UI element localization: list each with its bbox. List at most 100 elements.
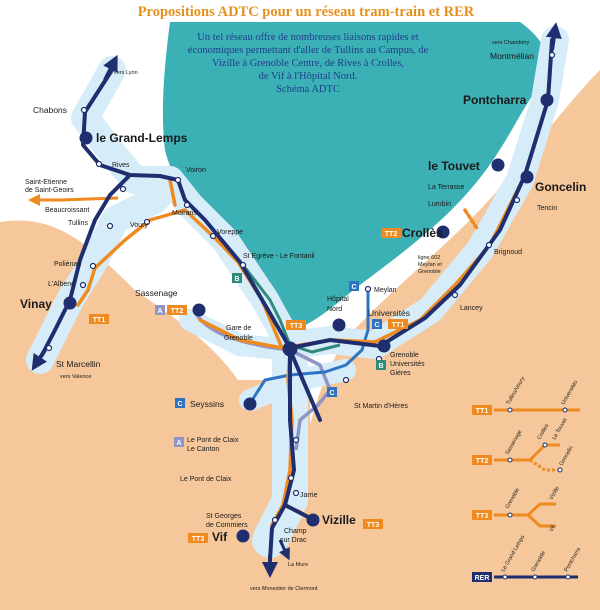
label-st-egreve: St Egrève - Le Fontanil xyxy=(243,253,315,260)
station-dot-le-touvet xyxy=(491,158,505,172)
line-badges: TT1 A TT2 B TT3 C C TT1 xyxy=(89,228,408,543)
label-pont-claix-canton-2: Le Canton xyxy=(187,446,219,453)
label-chabons: Chabons xyxy=(33,105,67,115)
station-dot-universites xyxy=(377,339,391,353)
badge-c-universites: C xyxy=(372,319,382,329)
badge-b-grenoble-univ: B xyxy=(376,360,386,370)
label-tencin: Tencin xyxy=(537,205,557,212)
station-dot-lancey xyxy=(451,291,459,299)
label-meylan: Meylan xyxy=(374,287,397,294)
station-dot-vif xyxy=(236,529,250,543)
tram-c-line xyxy=(247,290,370,406)
station-dot-montmelian xyxy=(548,51,556,59)
label-grenoble-univ-1: Grenoble xyxy=(390,352,419,359)
label-hopital-1: Hôpital xyxy=(327,296,349,303)
svg-text:A: A xyxy=(157,308,162,315)
station-dot-voury xyxy=(143,218,151,226)
label-champ-2: sur Drac xyxy=(280,537,307,544)
tram-b-line xyxy=(241,264,341,354)
badge-a-sassenage: A xyxy=(155,305,165,315)
svg-text:RER: RER xyxy=(475,575,490,582)
label-la-mure: La Mure xyxy=(288,562,308,568)
svg-text:C: C xyxy=(351,284,356,291)
label-grenoble-univ-3: Gières xyxy=(390,370,411,377)
station-dot-st-georges xyxy=(271,516,279,524)
svg-text:TT1: TT1 xyxy=(93,317,106,324)
label-montmelian: Montmélian xyxy=(490,51,534,61)
svg-text:B: B xyxy=(234,276,239,283)
svg-text:C: C xyxy=(374,322,379,329)
badge-a-pont-claix: A xyxy=(174,437,184,447)
station-dot-voreppe xyxy=(209,232,217,240)
label-vizille: Vizille xyxy=(322,513,356,527)
station-dot-tencin xyxy=(513,196,521,204)
intro-text: Un tel réseau offre de nombreuses liaiso… xyxy=(188,32,429,95)
water-area xyxy=(162,22,548,330)
label-grenoble-univ-2: Universités xyxy=(390,361,425,368)
intro-line-4: de Vif à l'Hôpital Nord. xyxy=(259,71,358,82)
label-seyssins: Seyssins xyxy=(190,399,224,409)
label-vif: Vif xyxy=(212,530,228,544)
label-champ-1: Champ xyxy=(284,528,307,535)
label-voreppe: Voreppe xyxy=(217,229,243,236)
station-dot-st-egreve xyxy=(239,261,247,269)
rer-arrow-north xyxy=(545,22,562,51)
badge-b-st-egreve: B xyxy=(232,273,242,283)
label-crolles: Crollès xyxy=(402,226,443,240)
label-rives: Rives xyxy=(112,162,130,169)
map-title: Propositions ADTC pour un réseau tram-tr… xyxy=(138,4,475,20)
station-dot-meylan xyxy=(364,285,372,293)
label-ligne602-1: ligne 602 xyxy=(418,255,440,261)
station-labels: vers Lyon Chabons le Grand-Lemps Rives V… xyxy=(20,40,586,592)
label-voury: Voury xyxy=(130,222,148,229)
label-polienas: Poliénas xyxy=(54,261,81,268)
station-dot-pont-claix xyxy=(287,474,295,482)
svg-text:C: C xyxy=(329,390,334,397)
svg-text:TT3: TT3 xyxy=(192,536,205,543)
station-dot-voiron xyxy=(174,176,182,184)
station-dot-goncelin xyxy=(520,170,534,184)
badge-tt2-crolles: TT2 xyxy=(381,228,401,238)
svg-text:C: C xyxy=(177,401,182,408)
label-jarrie: Jarrie xyxy=(300,492,318,499)
station-dot-hopital xyxy=(332,318,346,332)
intro-line-2: économiques permettant d'aller de Tullin… xyxy=(188,45,429,56)
intro-line-1: Un tel réseau offre de nombreuses liaiso… xyxy=(197,32,418,43)
label-universites: Universités xyxy=(368,308,410,318)
station-dot-grand-lemps xyxy=(79,131,93,145)
svg-text:TT2: TT2 xyxy=(385,231,398,238)
svg-text:TT1: TT1 xyxy=(476,408,489,415)
svg-text:TT1: TT1 xyxy=(392,322,405,329)
label-albenc: L'Albenc xyxy=(48,281,75,288)
label-goncelin: Goncelin xyxy=(535,180,586,194)
label-sassenage: Sassenage xyxy=(135,288,178,298)
land-area-east xyxy=(300,70,600,610)
rer-arrow-lyon xyxy=(103,54,118,81)
label-gare-2: Grenoble xyxy=(224,335,253,342)
station-dot-vizille xyxy=(306,513,320,527)
station-dot-st-martin xyxy=(342,376,350,384)
svg-text:TT3: TT3 xyxy=(476,513,489,520)
badge-tt3-vizille: TT3 xyxy=(363,519,383,529)
label-st-martin: St Martin d'Hères xyxy=(354,403,408,410)
label-st-etienne-1: Saint-Etienne xyxy=(25,179,67,186)
station-dot-st-marcellin xyxy=(45,344,53,352)
orange-arrow-west xyxy=(28,194,119,206)
station-dot-seyssins xyxy=(243,397,257,411)
label-lancey: Lancey xyxy=(460,305,483,312)
station-dot-gare xyxy=(282,341,298,357)
label-pont-claix-canton-1: Le Pont de Claix xyxy=(187,437,239,444)
label-st-georges-1: St Georges xyxy=(206,513,242,520)
badge-tt1-vinay: TT1 xyxy=(89,314,109,324)
label-vinay: Vinay xyxy=(20,297,52,311)
station-dot-pontcharra xyxy=(540,93,554,107)
intro-line-5: Schéma ADTC xyxy=(276,84,340,95)
label-vers-chambery: vers Chambéry xyxy=(492,40,530,46)
label-vers-lyon: vers Lyon xyxy=(114,70,138,76)
label-st-etienne-2: de Saint-Geoirs xyxy=(25,187,74,194)
station-dot-pont-claix-canton xyxy=(292,436,300,444)
station-dot-tullins xyxy=(106,222,114,230)
badge-c-st-martin: C xyxy=(327,387,337,397)
badge-c-seyssins: C xyxy=(175,398,185,408)
svg-text:TT3: TT3 xyxy=(290,323,303,330)
